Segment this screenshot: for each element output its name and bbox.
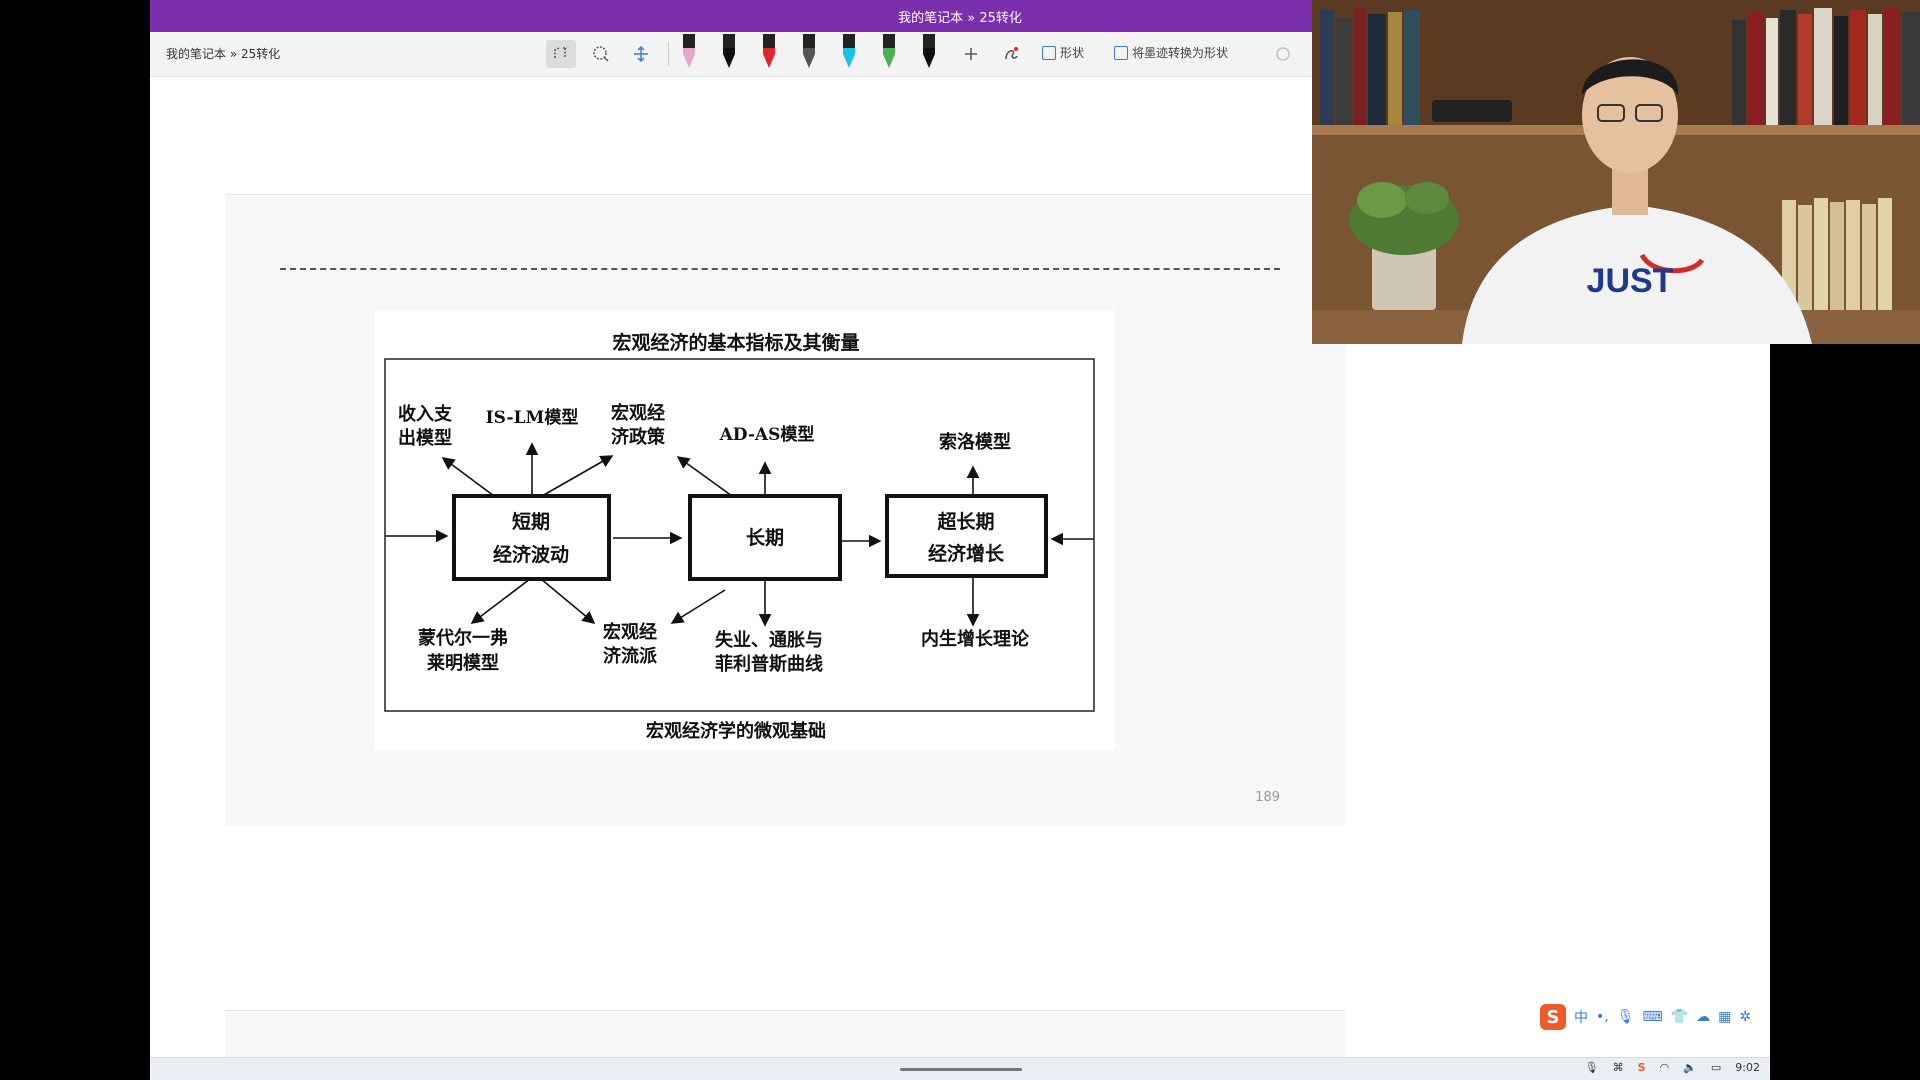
pen-7[interactable] <box>920 34 938 74</box>
bookshelf-books <box>1320 8 1920 310</box>
label-income-expenditure-2: 出模型 <box>398 427 452 449</box>
label-macro-policy-2: 济政策 <box>611 426 666 448</box>
pen-6[interactable] <box>880 34 898 74</box>
keyboard-icon[interactable]: ⌨ <box>1642 1009 1663 1025</box>
shapes-button[interactable]: 形状 <box>1042 44 1084 61</box>
lasso-select-icon[interactable] <box>546 40 576 68</box>
sogou-icon[interactable]: S <box>1637 1061 1646 1074</box>
system-tray: 🎙 ⌘ S ◠ 🔈 ▭ 9:02 <box>1585 1061 1760 1074</box>
apps-icon[interactable]: ▦ <box>1718 1009 1732 1025</box>
label-mundell-fleming-2: 莱明模型 <box>427 652 499 674</box>
label-macro-schools-2: 济流派 <box>603 645 658 667</box>
label-endogenous-growth: 内生增长理论 <box>921 628 1030 650</box>
ime-lang[interactable]: 中 <box>1574 1010 1588 1026</box>
microphone-icon[interactable]: 🎙 <box>1616 1009 1635 1025</box>
arrow-income-expenditure <box>441 457 495 497</box>
convert-shapes-icon <box>1114 45 1128 60</box>
skin-icon[interactable]: 👕 <box>1670 1009 1689 1025</box>
webcam-scene: JUST <box>1312 0 1920 344</box>
clock[interactable]: 9:02 <box>1735 1061 1760 1074</box>
slide-page: 宏观经济的基本指标及其衡量 短期 经济波动 长期 超长期 经济增长 <box>225 194 1345 825</box>
battery-icon[interactable]: ▭ <box>1710 1061 1722 1074</box>
diagram-bottom-label: 宏观经济学的微观基础 <box>646 720 826 742</box>
arrow-macro-policy-2 <box>676 456 733 497</box>
outer-frame <box>384 358 1095 712</box>
diagram-title: 宏观经济的基本指标及其衡量 <box>612 331 859 354</box>
next-slide-page <box>225 1010 1345 1058</box>
ink-to-text-icon[interactable] <box>996 40 1026 68</box>
pen-2[interactable] <box>720 34 738 74</box>
arrow-macro-schools <box>540 578 596 625</box>
pen-3[interactable] <box>760 34 778 74</box>
plus-icon[interactable] <box>956 40 986 68</box>
arrow-macro-schools-2 <box>670 589 726 624</box>
microphone-icon[interactable]: 🎙 <box>1584 1061 1599 1074</box>
label-macro-schools-1: 宏观经 <box>603 621 657 643</box>
input-icon[interactable]: ⌘ <box>1612 1061 1624 1074</box>
diagram-arrows <box>385 442 1094 627</box>
ime-toolbar: S 中 •, 🎙 ⌨ 👕 ☁ ▦ ✲ <box>1540 1002 1770 1032</box>
shirt-text: JUST <box>1587 262 1674 300</box>
diagram-svg: 宏观经济的基本指标及其衡量 短期 经济波动 长期 超长期 经济增长 <box>384 331 1095 742</box>
shapes-icon <box>1042 45 1056 60</box>
insert-space-icon[interactable] <box>626 40 656 68</box>
arrow-mundell-fleming <box>470 578 531 624</box>
label-solow: 索洛模型 <box>939 431 1011 453</box>
sogou-logo-icon[interactable]: S <box>1540 1004 1566 1030</box>
punctuation-icon[interactable]: •, <box>1596 1009 1609 1025</box>
convert-to-shapes-button[interactable]: 将墨迹转换为形状 <box>1114 44 1228 61</box>
label-adas: AD-AS模型 <box>719 424 815 445</box>
potted-plant <box>1349 182 1459 310</box>
convert-label: 将墨迹转换为形状 <box>1132 46 1229 60</box>
label-income-expenditure-1: 收入支 <box>398 403 453 425</box>
box-super-long-term-line2: 经济增长 <box>928 542 1005 565</box>
shapes-label: 形状 <box>1060 46 1085 60</box>
breadcrumb[interactable]: 我的笔记本 » 25转化 <box>166 47 281 61</box>
label-mundell-fleming-1: 蒙代尔一弗 <box>418 627 508 649</box>
ink-eraser-icon[interactable] <box>586 40 616 68</box>
volume-icon[interactable]: 🔈 <box>1683 1061 1697 1074</box>
pen-5[interactable] <box>840 34 858 74</box>
settings-icon[interactable]: ✲ <box>1739 1009 1752 1025</box>
box-short-term <box>452 494 611 581</box>
pen-4[interactable] <box>800 34 818 74</box>
box-long-term-label: 长期 <box>746 527 784 549</box>
box-super-long-term <box>885 494 1048 578</box>
webcam-overlay: JUST <box>1312 0 1920 344</box>
label-unemployment-1: 失业、通胀与 <box>715 629 823 651</box>
arrow-macro-policy <box>541 455 614 497</box>
taskbar-handle[interactable] <box>900 1068 1022 1071</box>
replay-icon[interactable] <box>1268 40 1298 68</box>
box-super-long-term-line1: 超长期 <box>936 510 994 533</box>
pen-1[interactable] <box>680 34 698 74</box>
window-title: 我的笔记本 » 25转化 <box>898 10 1022 26</box>
dashed-divider <box>280 268 1280 270</box>
label-islm: IS-LM模型 <box>486 407 579 428</box>
label-unemployment-2: 菲利普斯曲线 <box>715 653 823 675</box>
taskbar: 🎙 ⌘ S ◠ 🔈 ▭ 9:02 <box>150 1057 1770 1080</box>
toolbar-divider <box>668 42 669 66</box>
label-macro-policy-1: 宏观经 <box>611 402 665 424</box>
cloud-icon[interactable]: ☁ <box>1696 1009 1711 1025</box>
box-long-term <box>688 494 842 581</box>
box-short-term-line2: 经济波动 <box>493 543 569 566</box>
wifi-icon[interactable]: ◠ <box>1659 1061 1670 1074</box>
presenter <box>1462 57 1812 344</box>
box-short-term-line1: 短期 <box>512 510 550 533</box>
diagram-figure: 宏观经济的基本指标及其衡量 短期 经济波动 长期 超长期 经济增长 <box>375 310 1115 750</box>
page-number: 189 <box>1255 790 1280 805</box>
